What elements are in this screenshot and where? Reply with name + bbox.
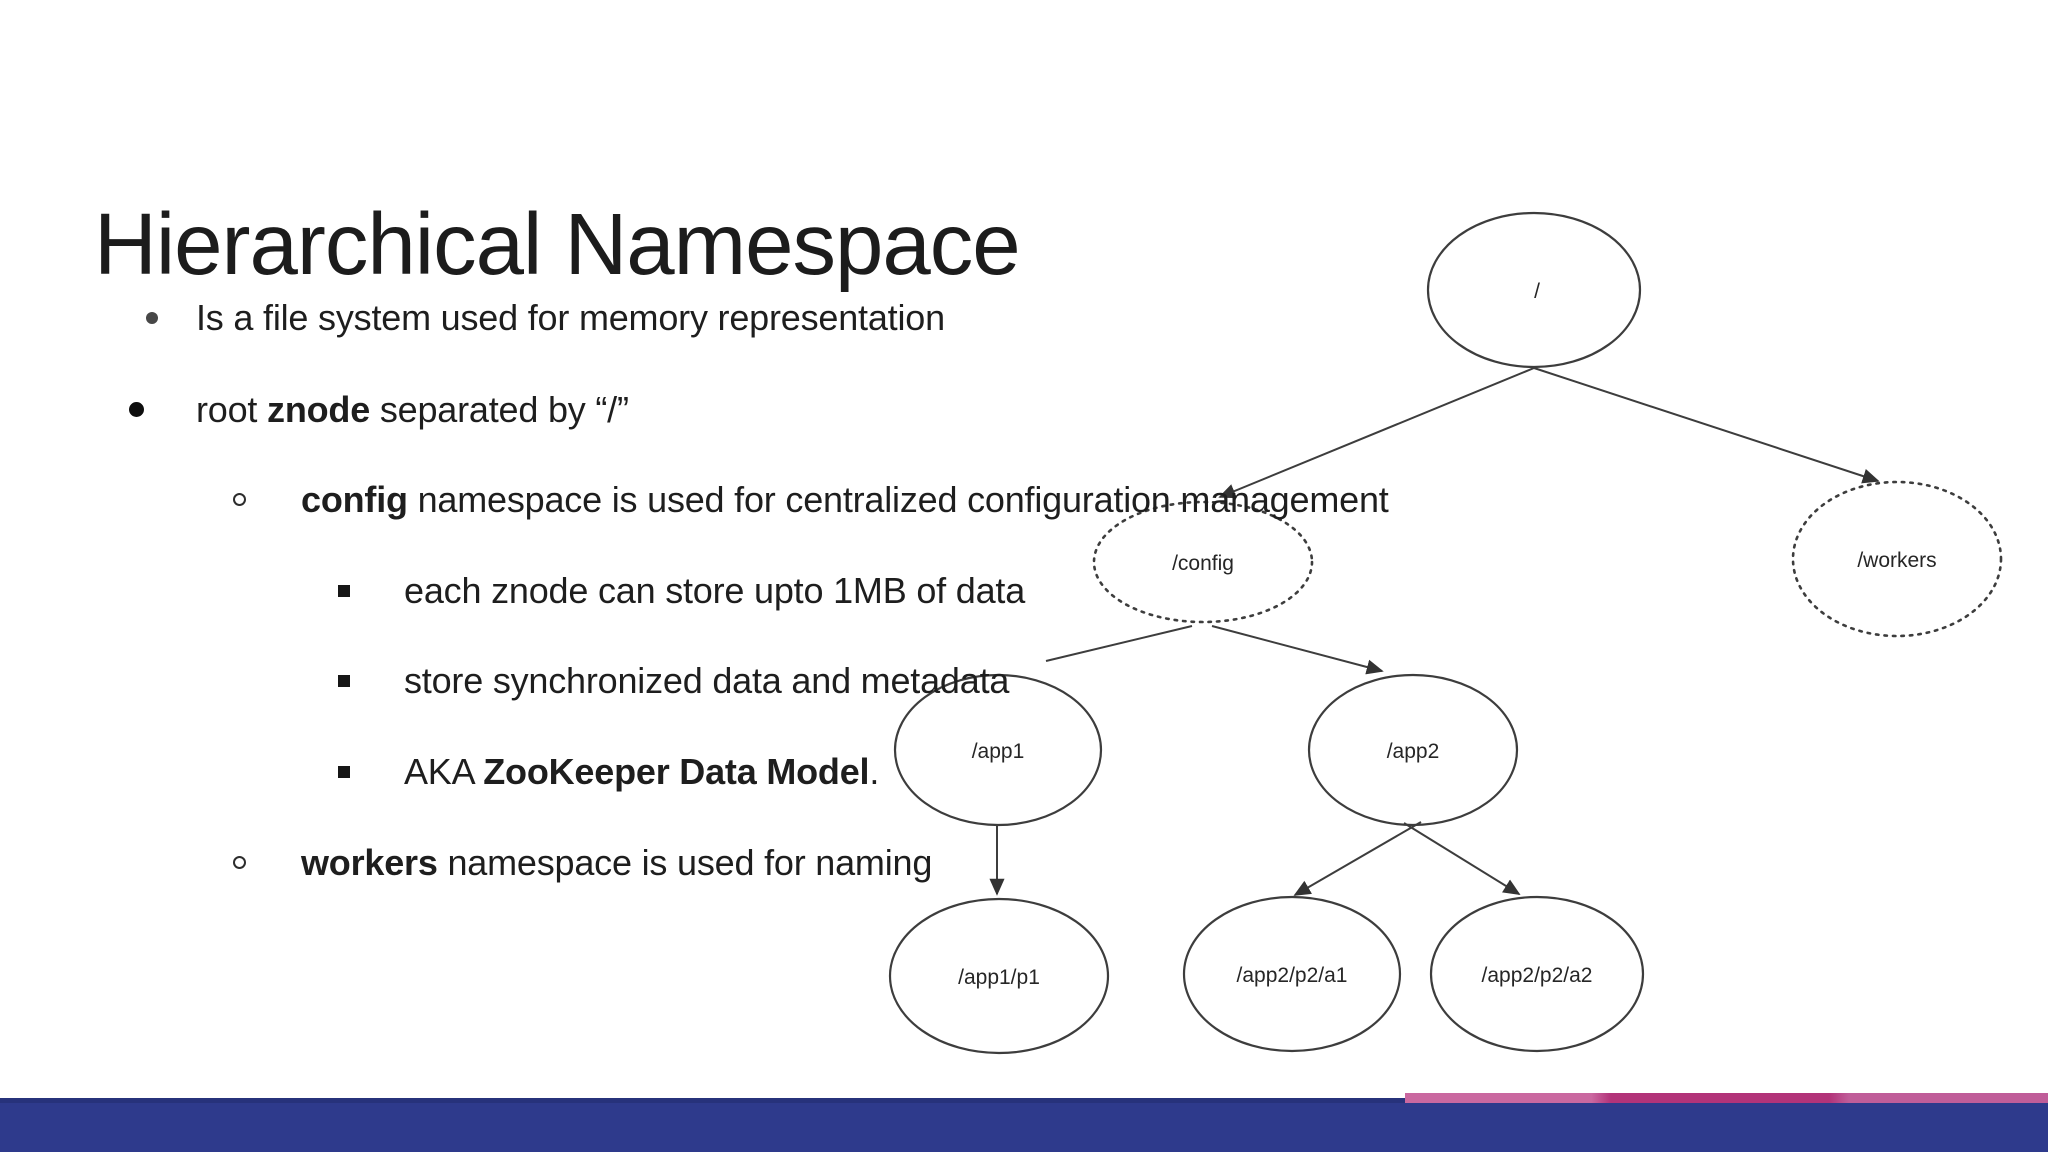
bullet-line-2: root znode separated by “/” [0,386,1600,434]
slide-title: Hierarchical Namespace [94,196,1021,294]
bullet-square-icon [338,585,350,597]
node-label-app2-a1: /app2/p2/a1 [1237,964,1348,987]
bullet-square-icon [338,675,350,687]
bullet-circle-icon [233,493,246,506]
bullet-line-1: Is a file system used for memory represe… [0,294,1600,342]
node-label-workers: /workers [1857,549,1936,572]
bullet-text: config namespace is used for centralized… [301,479,1389,520]
bullet-line-4: each znode can store upto 1MB of data [0,567,1600,615]
node-app1-p1 [888,897,1110,1055]
bullet-dot-icon [146,312,158,324]
node-label-app2-a2: /app2/p2/a2 [1482,964,1593,987]
bullet-text: each znode can store upto 1MB of data [404,570,1026,611]
node-app2-a2 [1429,895,1645,1053]
bullet-text: store synchronized data and metadata [404,660,1010,701]
node-label-app1-p1: /app1/p1 [958,966,1040,989]
bullet-line-7: workers namespace is used for naming [0,839,1600,887]
node-root [1426,211,1642,369]
node-app2-a1 [1182,895,1402,1053]
footer-accent-line [1405,1093,2048,1103]
bullet-line-5: store synchronized data and metadata [0,657,1600,705]
node-workers [1791,480,2003,638]
bullet-text: Is a file system used for memory represe… [196,297,945,338]
bullet-text: AKA ZooKeeper Data Model. [404,751,880,792]
bullet-text: root znode separated by “/” [196,389,629,430]
bullet-square-icon [338,766,350,778]
bullet-circle-icon [233,856,246,869]
footer-bar [0,1103,2048,1152]
bullet-line-3: config namespace is used for centralized… [0,476,1600,524]
edge-config-to-app1 [1045,625,1193,662]
bullet-dot-icon [129,402,144,417]
footer-top-line [0,1098,2048,1103]
bullet-line-6: AKA ZooKeeper Data Model. [0,748,1600,796]
bullet-text: workers namespace is used for naming [301,842,933,883]
